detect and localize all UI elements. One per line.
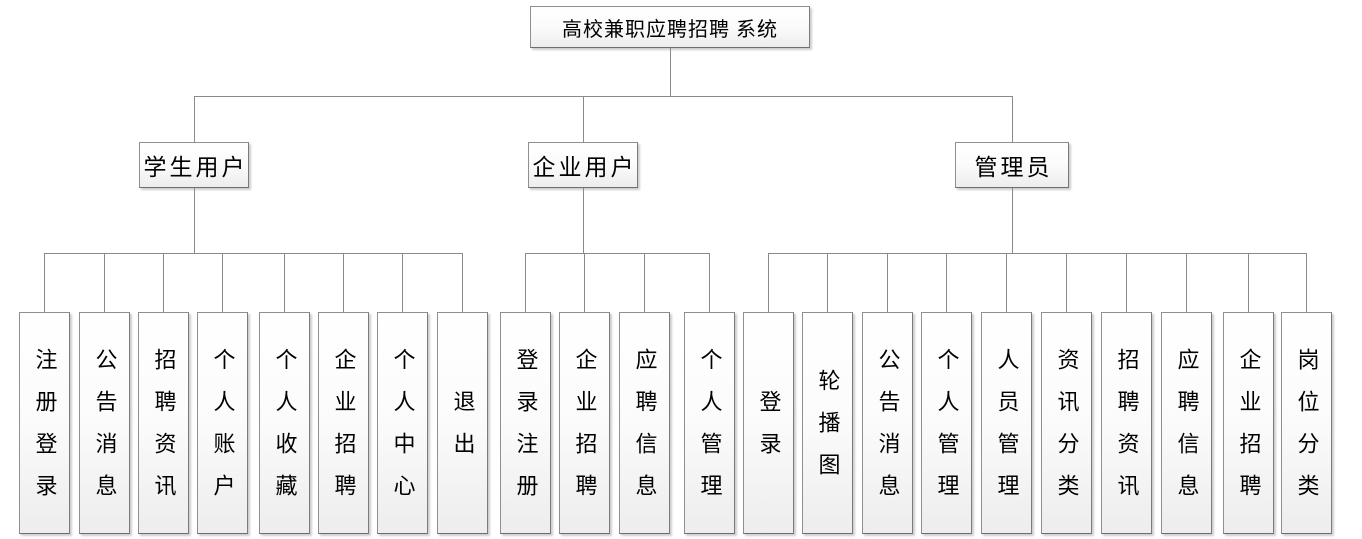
branch-node-label: 企业用户	[532, 155, 637, 180]
leaf-node: 招聘资讯	[1101, 312, 1152, 534]
connector-line	[163, 253, 164, 312]
leaf-node-label: 企业招聘	[331, 348, 357, 516]
leaf-node: 登录注册	[500, 312, 551, 534]
leaf-node: 个人账户	[197, 312, 248, 534]
leaf-node-label: 企业招聘	[1236, 348, 1262, 516]
leaf-node: 注册登录	[19, 312, 70, 534]
connector-line	[44, 253, 45, 312]
connector-line	[343, 253, 344, 312]
leaf-node: 企业招聘	[559, 312, 610, 534]
connector-line	[709, 253, 710, 312]
leaf-node: 资讯分类	[1041, 312, 1092, 534]
leaf-node: 公告消息	[862, 312, 913, 534]
leaf-node: 应聘信息	[619, 312, 670, 534]
leaf-node-label: 应聘信息	[1174, 348, 1200, 516]
leaf-node: 人员管理	[981, 312, 1032, 534]
connector-line	[402, 253, 403, 312]
leaf-node-label: 轮播图	[815, 369, 841, 495]
connector-line	[887, 253, 888, 312]
leaf-node: 个人管理	[684, 312, 735, 534]
connector-line	[1006, 253, 1007, 312]
connector-line	[1186, 253, 1187, 312]
leaf-node: 登录	[743, 312, 794, 534]
leaf-node-label: 登录	[756, 390, 782, 474]
connector-line	[644, 253, 645, 312]
leaf-node-label: 企业招聘	[572, 348, 598, 516]
connector-line	[222, 253, 223, 312]
leaf-node-label: 注册登录	[32, 348, 58, 516]
leaf-node-label: 退出	[450, 390, 476, 474]
root-node: 高校兼职应聘招聘 系统	[530, 6, 810, 48]
connector-line	[946, 253, 947, 312]
leaf-node-label: 登录注册	[513, 348, 539, 516]
connector-line	[525, 253, 526, 312]
leaf-node-label: 个人中心	[390, 348, 416, 516]
connector-line	[584, 253, 585, 312]
leaf-node: 轮播图	[802, 312, 853, 534]
leaf-node: 招聘资讯	[138, 312, 189, 534]
connector-line	[1248, 253, 1249, 312]
leaf-node-label: 公告消息	[875, 348, 901, 516]
root-node-label: 高校兼职应聘招聘 系统	[562, 18, 778, 41]
leaf-node-label: 个人管理	[934, 348, 960, 516]
connector-line	[1066, 253, 1067, 312]
leaf-node: 应聘信息	[1161, 312, 1212, 534]
connector-line	[194, 188, 195, 253]
leaf-node-label: 个人收藏	[272, 348, 298, 516]
connector-line	[670, 48, 671, 96]
leaf-node-label: 个人账户	[210, 348, 236, 516]
leaf-node-label: 应聘信息	[632, 348, 658, 516]
connector-line	[525, 253, 710, 254]
connector-line	[827, 253, 828, 312]
leaf-node-label: 招聘资讯	[151, 348, 177, 516]
connector-line	[284, 253, 285, 312]
leaf-node-label: 公告消息	[92, 348, 118, 516]
leaf-node: 企业招聘	[1223, 312, 1274, 534]
connector-line	[583, 96, 584, 142]
branch-node-admin: 管理员	[955, 142, 1069, 188]
leaf-node: 个人管理	[921, 312, 972, 534]
connector-line	[194, 96, 1013, 97]
connector-line	[1126, 253, 1127, 312]
connector-line	[462, 253, 463, 312]
leaf-node-label: 个人管理	[697, 348, 723, 516]
leaf-node: 岗位分类	[1281, 312, 1332, 534]
connector-line	[44, 253, 463, 254]
branch-node-student: 学生用户	[139, 142, 249, 188]
connector-line	[104, 253, 105, 312]
leaf-node: 个人中心	[377, 312, 428, 534]
branch-node-label: 学生用户	[143, 155, 248, 180]
leaf-node-label: 资讯分类	[1054, 348, 1080, 516]
connector-line	[1012, 96, 1013, 142]
leaf-node-label: 人员管理	[994, 348, 1020, 516]
leaf-node: 企业招聘	[318, 312, 369, 534]
connector-line	[583, 188, 584, 253]
leaf-node: 退出	[437, 312, 488, 534]
connector-line	[1306, 253, 1307, 312]
connector-line	[194, 96, 195, 142]
connector-line	[1012, 188, 1013, 253]
connector-line	[768, 253, 1307, 254]
leaf-node: 公告消息	[79, 312, 130, 534]
connector-line	[768, 253, 769, 312]
branch-node-label: 管理员	[974, 155, 1053, 180]
leaf-node: 个人收藏	[259, 312, 310, 534]
leaf-node-label: 招聘资讯	[1114, 348, 1140, 516]
leaf-node-label: 岗位分类	[1294, 348, 1320, 516]
branch-node-enterprise: 企业用户	[528, 142, 638, 188]
